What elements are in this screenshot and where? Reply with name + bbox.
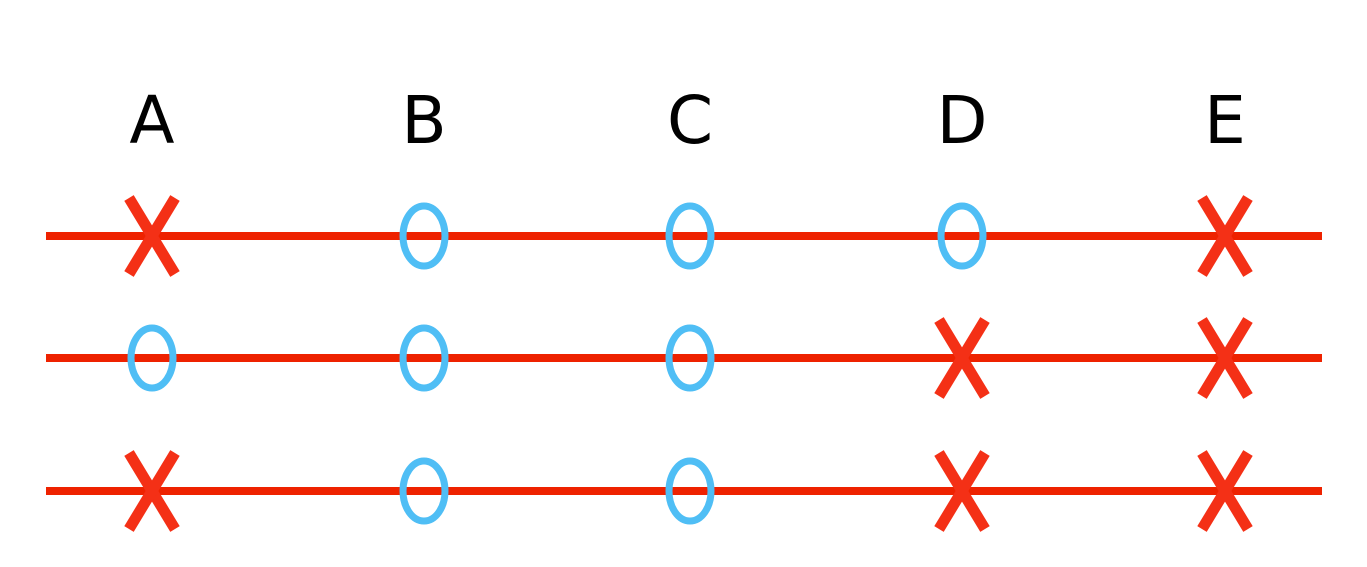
row-line-3 [46, 487, 1322, 495]
column-label-c: C [666, 82, 714, 159]
column-label-e: E [1204, 82, 1246, 159]
row-line-2 [46, 354, 1322, 362]
column-label-a: A [129, 82, 175, 159]
row-line-1 [46, 232, 1322, 240]
column-label-d: D [936, 82, 988, 159]
column-label-b: B [401, 82, 447, 159]
